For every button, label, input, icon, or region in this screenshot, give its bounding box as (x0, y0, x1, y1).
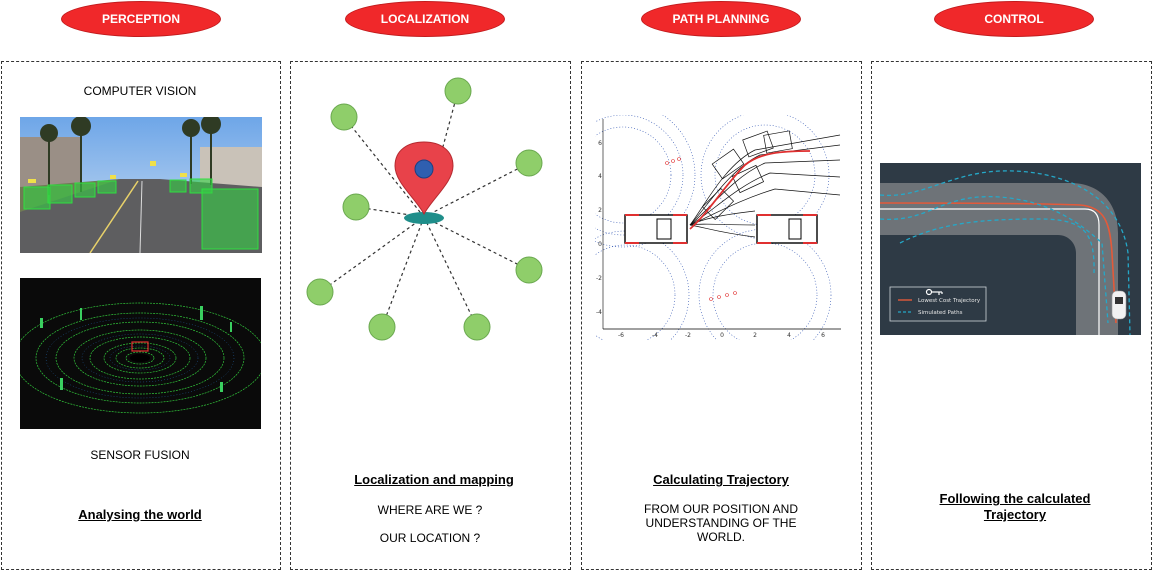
computer-vision-image (20, 117, 262, 253)
localization-network-diagram (306, 77, 543, 341)
location-pin-icon (394, 141, 454, 224)
plot-x-tick: 0 (720, 332, 724, 339)
plot-y-tick: 2 (598, 207, 602, 214)
computer-vision-caption: COMPUTER VISION (83, 84, 197, 98)
network-node (463, 313, 491, 341)
plot-x-tick: 2 (753, 332, 757, 339)
network-node (368, 313, 396, 341)
plot-x-tick: -6 (618, 332, 624, 339)
localization-heading: Localization and mapping (354, 472, 514, 487)
trajectory-plot: -6 -4 -2 0 2 4 6 6 4 2 0 -2 -4 (595, 115, 841, 340)
key-icon (925, 288, 943, 296)
network-node (306, 278, 334, 306)
plot-y-tick: 0 (598, 241, 602, 248)
path-planning-description: FROM OUR POSITION AND UNDERSTANDING OF T… (643, 502, 798, 544)
sensor-fusion-caption: SENSOR FUSION (90, 448, 190, 462)
perception-heading: Analysing the world (78, 507, 202, 522)
plot-y-tick: -2 (596, 275, 602, 282)
control-heading: Following the calculated Trajectory (939, 491, 1091, 522)
stage-perception-pill: PERCEPTION (61, 1, 221, 37)
our-location-text: OUR LOCATION ? (379, 531, 481, 545)
where-are-we-text: WHERE ARE WE ? (377, 503, 483, 517)
path-planning-heading: Calculating Trajectory (653, 472, 789, 487)
network-node (444, 77, 472, 105)
perception-panel (1, 61, 281, 570)
plot-x-tick: 4 (787, 332, 791, 339)
plot-y-tick: 4 (598, 173, 602, 180)
network-node (342, 193, 370, 221)
network-node (515, 256, 543, 284)
legend-lowest-cost: Lowest Cost Trajectory (918, 298, 981, 304)
legend-simulated-paths: Simulated Paths (918, 310, 963, 316)
plot-x-tick: -2 (685, 332, 691, 339)
network-node (330, 103, 358, 131)
plot-y-tick: 6 (598, 140, 602, 147)
plot-x-tick: -4 (652, 332, 658, 339)
stage-localization-pill: LOCALIZATION (345, 1, 505, 37)
stage-path-planning-pill: PATH PLANNING (641, 1, 801, 37)
stage-control-pill: CONTROL (934, 1, 1094, 37)
plot-x-tick: 6 (821, 332, 825, 339)
network-node (515, 149, 543, 177)
path-planning-panel (581, 61, 862, 570)
control-trajectory-image: Lowest Cost Trajectory Simulated Paths (880, 163, 1141, 335)
sensor-fusion-lidar-image (20, 278, 261, 429)
plot-y-tick: -4 (596, 309, 602, 316)
localization-panel (290, 61, 571, 570)
